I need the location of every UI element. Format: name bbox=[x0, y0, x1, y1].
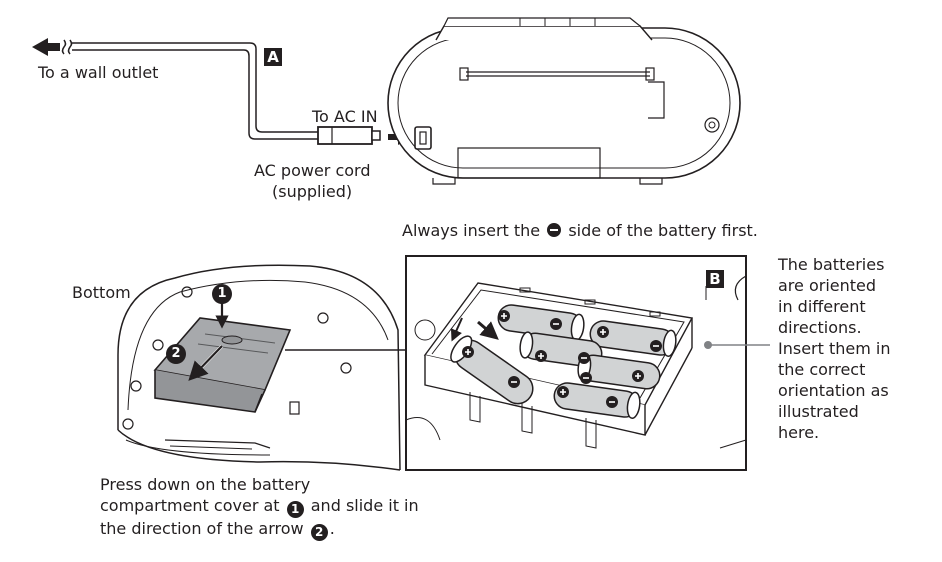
instruction-text: compartment cover at bbox=[100, 496, 280, 515]
badge-b: B bbox=[706, 270, 724, 288]
callout-line: illustrated bbox=[778, 402, 859, 421]
battery-orientation-callout: The batteries are oriented in different … bbox=[778, 254, 891, 443]
callout-pointer bbox=[704, 341, 770, 349]
instruction-text: the direction of the arrow bbox=[100, 519, 304, 538]
instruction-line-3: the direction of the arrow 2. bbox=[100, 518, 419, 541]
power-cord-label: AC power cord bbox=[254, 161, 371, 180]
badge-a: A bbox=[264, 48, 282, 66]
callout-line: directions. bbox=[778, 318, 862, 337]
power-plug bbox=[317, 126, 373, 145]
instruction-line-2: compartment cover at 1 and slide it in bbox=[100, 495, 419, 518]
callout-line: in different bbox=[778, 297, 866, 316]
callout-line: are oriented bbox=[778, 276, 877, 295]
step-2-inline-marker: 2 bbox=[310, 524, 328, 541]
callout-line: here. bbox=[778, 423, 820, 442]
callout-line: Insert them in bbox=[778, 339, 891, 358]
step-1-inline-marker: 1 bbox=[286, 501, 304, 518]
polarity-marks bbox=[462, 310, 662, 408]
ac-in-jack bbox=[414, 126, 432, 150]
power-cord-supplied-label: (supplied) bbox=[272, 182, 353, 201]
bottom-label: Bottom bbox=[72, 283, 131, 302]
ac-power-cord bbox=[32, 38, 381, 145]
always-insert-note: Always insert the side of the battery fi… bbox=[402, 220, 758, 241]
ac-in-label: To AC IN bbox=[312, 107, 378, 126]
instruction-line-1: Press down on the battery bbox=[100, 475, 311, 494]
radio-back-view bbox=[387, 17, 741, 185]
step-1-marker: 1 bbox=[212, 284, 232, 304]
callout-line: The batteries bbox=[778, 255, 885, 274]
press-down-instruction: Press down on the battery compartment co… bbox=[100, 474, 419, 541]
instruction-text: . bbox=[329, 519, 335, 538]
battery-compartment-detail bbox=[405, 255, 747, 471]
step-2-marker: 2 bbox=[166, 344, 186, 364]
instruction-text: and slide it in bbox=[310, 496, 419, 515]
left-arrow-icon bbox=[32, 38, 60, 56]
radio-bottom-view bbox=[117, 264, 401, 471]
minus-terminal-icon bbox=[547, 223, 562, 237]
wall-outlet-label: To a wall outlet bbox=[38, 63, 159, 82]
always-insert-after: side of the battery first. bbox=[568, 221, 758, 240]
callout-line: orientation as bbox=[778, 381, 889, 400]
callout-line: the correct bbox=[778, 360, 866, 379]
always-insert-before: Always insert the bbox=[402, 221, 541, 240]
